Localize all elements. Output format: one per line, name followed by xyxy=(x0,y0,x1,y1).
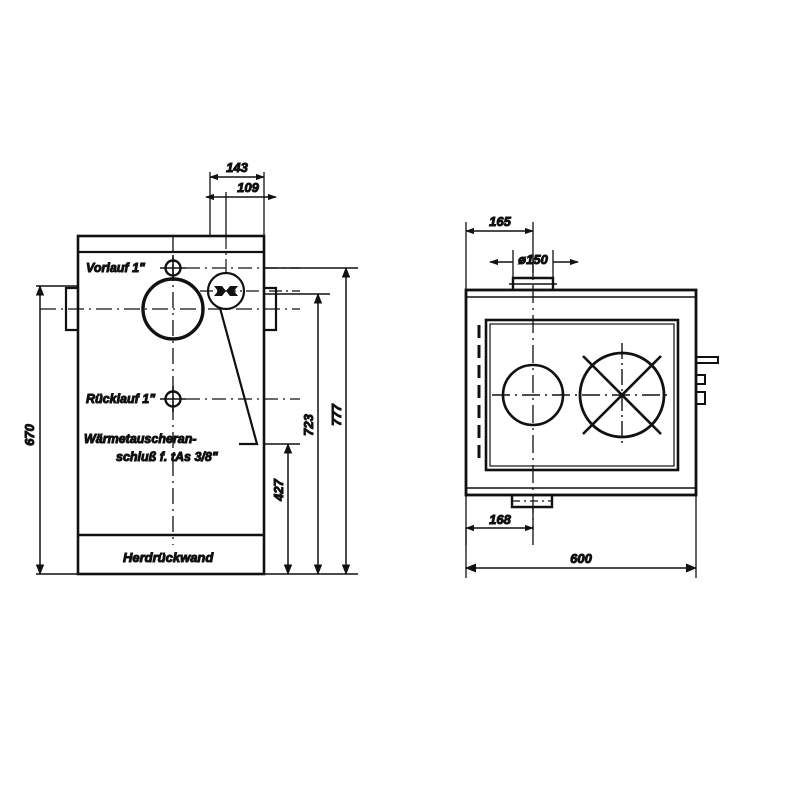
dim-165: 165 xyxy=(465,214,534,290)
back-wall-label: Herdrückwand xyxy=(123,550,214,565)
exchanger-leader-line xyxy=(218,307,259,446)
dim-427-text: 427 xyxy=(271,478,286,501)
dim-109: 109 xyxy=(205,180,277,236)
dim-150-text: ø150 xyxy=(518,252,548,267)
small-hotplate-circle xyxy=(501,363,565,427)
dim-777-text: 777 xyxy=(329,403,344,425)
flow-label: Vorlauf 1" xyxy=(86,261,146,275)
return-port-symbol xyxy=(160,386,186,412)
dim-165-text: 165 xyxy=(489,214,511,229)
dim-777: 777 xyxy=(264,266,358,576)
dim-670-text: 670 xyxy=(22,423,37,445)
dim-670: 670 xyxy=(22,284,78,576)
dim-600: 600 xyxy=(464,495,698,578)
dim-168: 168 xyxy=(465,495,534,545)
rear-view-group: Vorlauf 1" Rücklauf 1" Wärmetauscheran- … xyxy=(22,160,358,576)
rear-left-tab xyxy=(64,286,78,332)
side-handle-lever xyxy=(695,356,719,405)
dim-723-text: 723 xyxy=(301,413,316,435)
return-label: Rücklauf 1" xyxy=(86,392,156,406)
dim-723: 723 xyxy=(264,292,330,576)
hotplate-panel xyxy=(484,318,680,472)
rear-body-outline xyxy=(76,234,266,576)
dim-168-text: 168 xyxy=(489,512,511,527)
exchanger-label-line2: schluß f. tAs 3/8" xyxy=(116,450,219,464)
top-view-group: 165 ø150 168 xyxy=(464,214,719,578)
dim-143: 143 xyxy=(209,160,265,236)
dim-600-text: 600 xyxy=(570,551,592,566)
flow-port-symbol xyxy=(160,255,186,281)
large-hotplate xyxy=(578,343,666,447)
dim-150: ø150 xyxy=(489,250,579,278)
exchanger-label-line1: Wärmetauscheran- xyxy=(84,432,197,446)
dim-143-text: 143 xyxy=(226,160,248,175)
hotplate-panel-inner xyxy=(489,323,675,467)
heat-exchanger-port xyxy=(200,236,300,311)
dim-427: 427 xyxy=(264,442,300,576)
dim-109-text: 109 xyxy=(237,180,259,195)
